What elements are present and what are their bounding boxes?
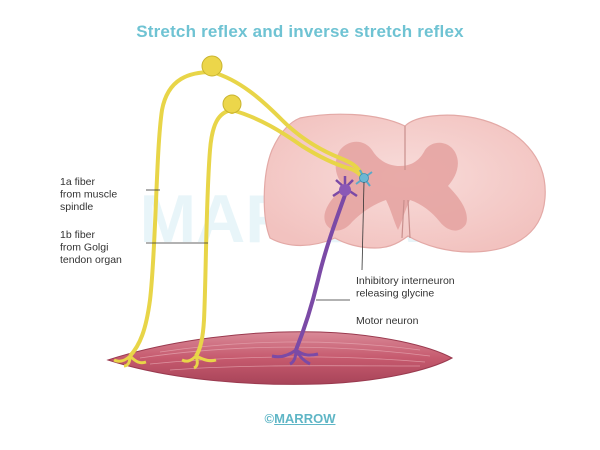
fiber-1b-endings <box>181 354 217 370</box>
pointer-interneuron <box>361 181 365 271</box>
label-1b-fiber: 1b fiber from Golgi tendon organ <box>60 229 122 266</box>
label-inhibitory-interneuron: Inhibitory interneuron releasing glycine <box>356 275 458 300</box>
ganglion-cell-1a <box>201 55 223 77</box>
interneuron-soma <box>359 173 369 183</box>
ganglion-cell-1b <box>222 94 242 114</box>
label-1a-fiber: 1a fiber from muscle spindle <box>60 176 120 213</box>
spinal-cord-section <box>263 113 546 253</box>
fiber-1a-endings <box>113 354 147 368</box>
inhibitory-interneuron <box>355 169 373 187</box>
diagram-title: Stretch reflex and inverse stretch refle… <box>136 22 464 41</box>
motor-neuron <box>271 176 358 366</box>
credit-name: MARROW <box>274 411 336 426</box>
label-motor-neuron: Motor neuron <box>356 315 419 327</box>
copyright-symbol: © <box>264 411 275 426</box>
motor-neuron-soma <box>339 184 351 196</box>
fiber-1b <box>181 94 366 370</box>
motor-endplates <box>271 348 319 366</box>
fiber-1a <box>113 55 364 368</box>
credit-logo: ©MARROW <box>0 411 600 426</box>
